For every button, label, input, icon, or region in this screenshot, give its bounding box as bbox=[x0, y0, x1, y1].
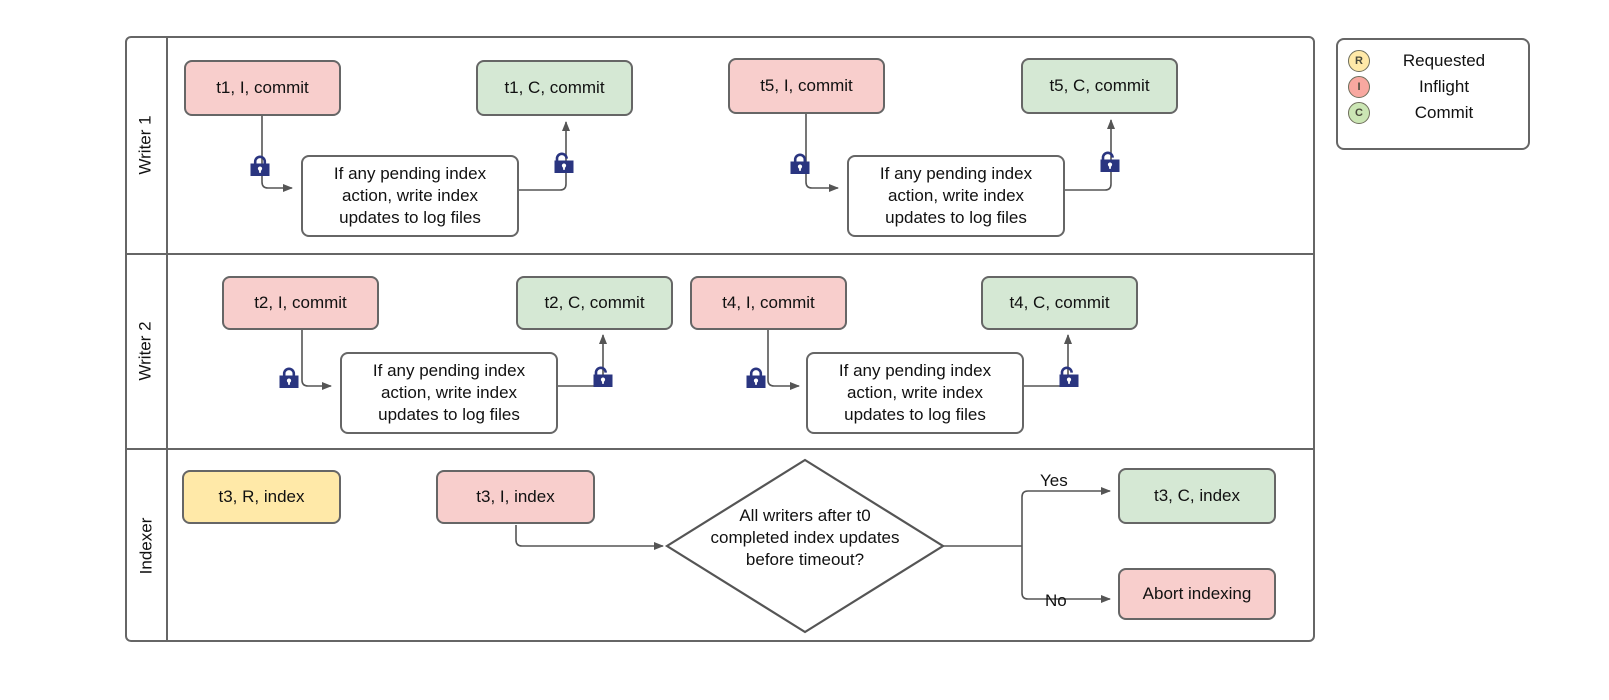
node-label: t3, C, index bbox=[1154, 486, 1240, 506]
node-indexer-t3-commit[interactable]: t3, C, index bbox=[1118, 468, 1276, 524]
lock-closed-icon bbox=[249, 155, 271, 177]
node-label: t3, R, index bbox=[218, 487, 305, 507]
lock-closed-icon bbox=[789, 153, 811, 175]
node-w1-t5-commit[interactable]: t5, C, commit bbox=[1021, 58, 1178, 114]
node-label: t2, I, commit bbox=[254, 293, 347, 313]
lock-open-icon bbox=[1099, 151, 1121, 173]
decision-line-1: All writers after t0 bbox=[739, 506, 871, 525]
badge-commit-icon: C bbox=[1348, 102, 1370, 124]
lock-open-icon bbox=[1058, 366, 1080, 388]
node-w1-t5-inflight[interactable]: t5, I, commit bbox=[728, 58, 885, 114]
badge-inflight-icon: I bbox=[1348, 76, 1370, 98]
node-indexer-t3-inflight[interactable]: t3, I, index bbox=[436, 470, 595, 524]
lock-open-icon bbox=[592, 366, 614, 388]
node-w1-t1-commit[interactable]: t1, C, commit bbox=[476, 60, 633, 116]
node-indexer-abort[interactable]: Abort indexing bbox=[1118, 568, 1276, 620]
lane-divider-1 bbox=[125, 253, 1315, 255]
node-label: t4, C, commit bbox=[1009, 293, 1110, 313]
node-w2-t4-inflight[interactable]: t4, I, commit bbox=[690, 276, 847, 330]
legend-box: R Requested I Inflight C Commit bbox=[1336, 38, 1530, 150]
legend-item-commit: C Commit bbox=[1348, 100, 1514, 126]
legend-label-commit: Commit bbox=[1414, 103, 1474, 122]
node-label: t5, C, commit bbox=[1049, 76, 1150, 96]
decision-line-2: completed index updates bbox=[710, 528, 900, 548]
node-label: Abort indexing bbox=[1142, 584, 1252, 604]
node-label: t1, C, commit bbox=[504, 78, 605, 98]
legend-item-inflight: I Inflight bbox=[1348, 74, 1514, 100]
node-w1-t1-inflight[interactable]: t1, I, commit bbox=[184, 60, 341, 116]
decision-line-3: before timeout? bbox=[745, 550, 865, 570]
node-w2-t2-commit[interactable]: t2, C, commit bbox=[516, 276, 673, 330]
legend-item-requested: R Requested bbox=[1348, 48, 1514, 74]
lock-open-icon bbox=[553, 152, 575, 174]
node-w2-t2-inflight[interactable]: t2, I, commit bbox=[222, 276, 379, 330]
lock-closed-icon bbox=[745, 367, 767, 389]
node-label: t2, C, commit bbox=[544, 293, 645, 313]
node-label: t3, I, index bbox=[476, 487, 555, 507]
swimlane-pool bbox=[125, 36, 1315, 642]
lane-divider-2 bbox=[125, 448, 1315, 450]
legend-label-requested: Requested bbox=[1402, 51, 1486, 70]
lane-label-column-divider bbox=[166, 36, 168, 642]
node-w2-t4-commit[interactable]: t4, C, commit bbox=[981, 276, 1138, 330]
badge-requested-icon: R bbox=[1348, 50, 1370, 72]
node-label: t1, I, commit bbox=[216, 78, 309, 98]
node-indexer-t3-requested[interactable]: t3, R, index bbox=[182, 470, 341, 524]
edge-label-yes: Yes bbox=[1040, 471, 1068, 490]
node-label: t5, I, commit bbox=[760, 76, 853, 96]
lock-closed-icon bbox=[278, 367, 300, 389]
edge-label-no: No bbox=[1045, 591, 1067, 610]
node-label: t4, I, commit bbox=[722, 293, 815, 313]
decision-node-text: All writers after t0 completed index upd… bbox=[667, 505, 943, 571]
legend-label-inflight: Inflight bbox=[1418, 77, 1470, 96]
